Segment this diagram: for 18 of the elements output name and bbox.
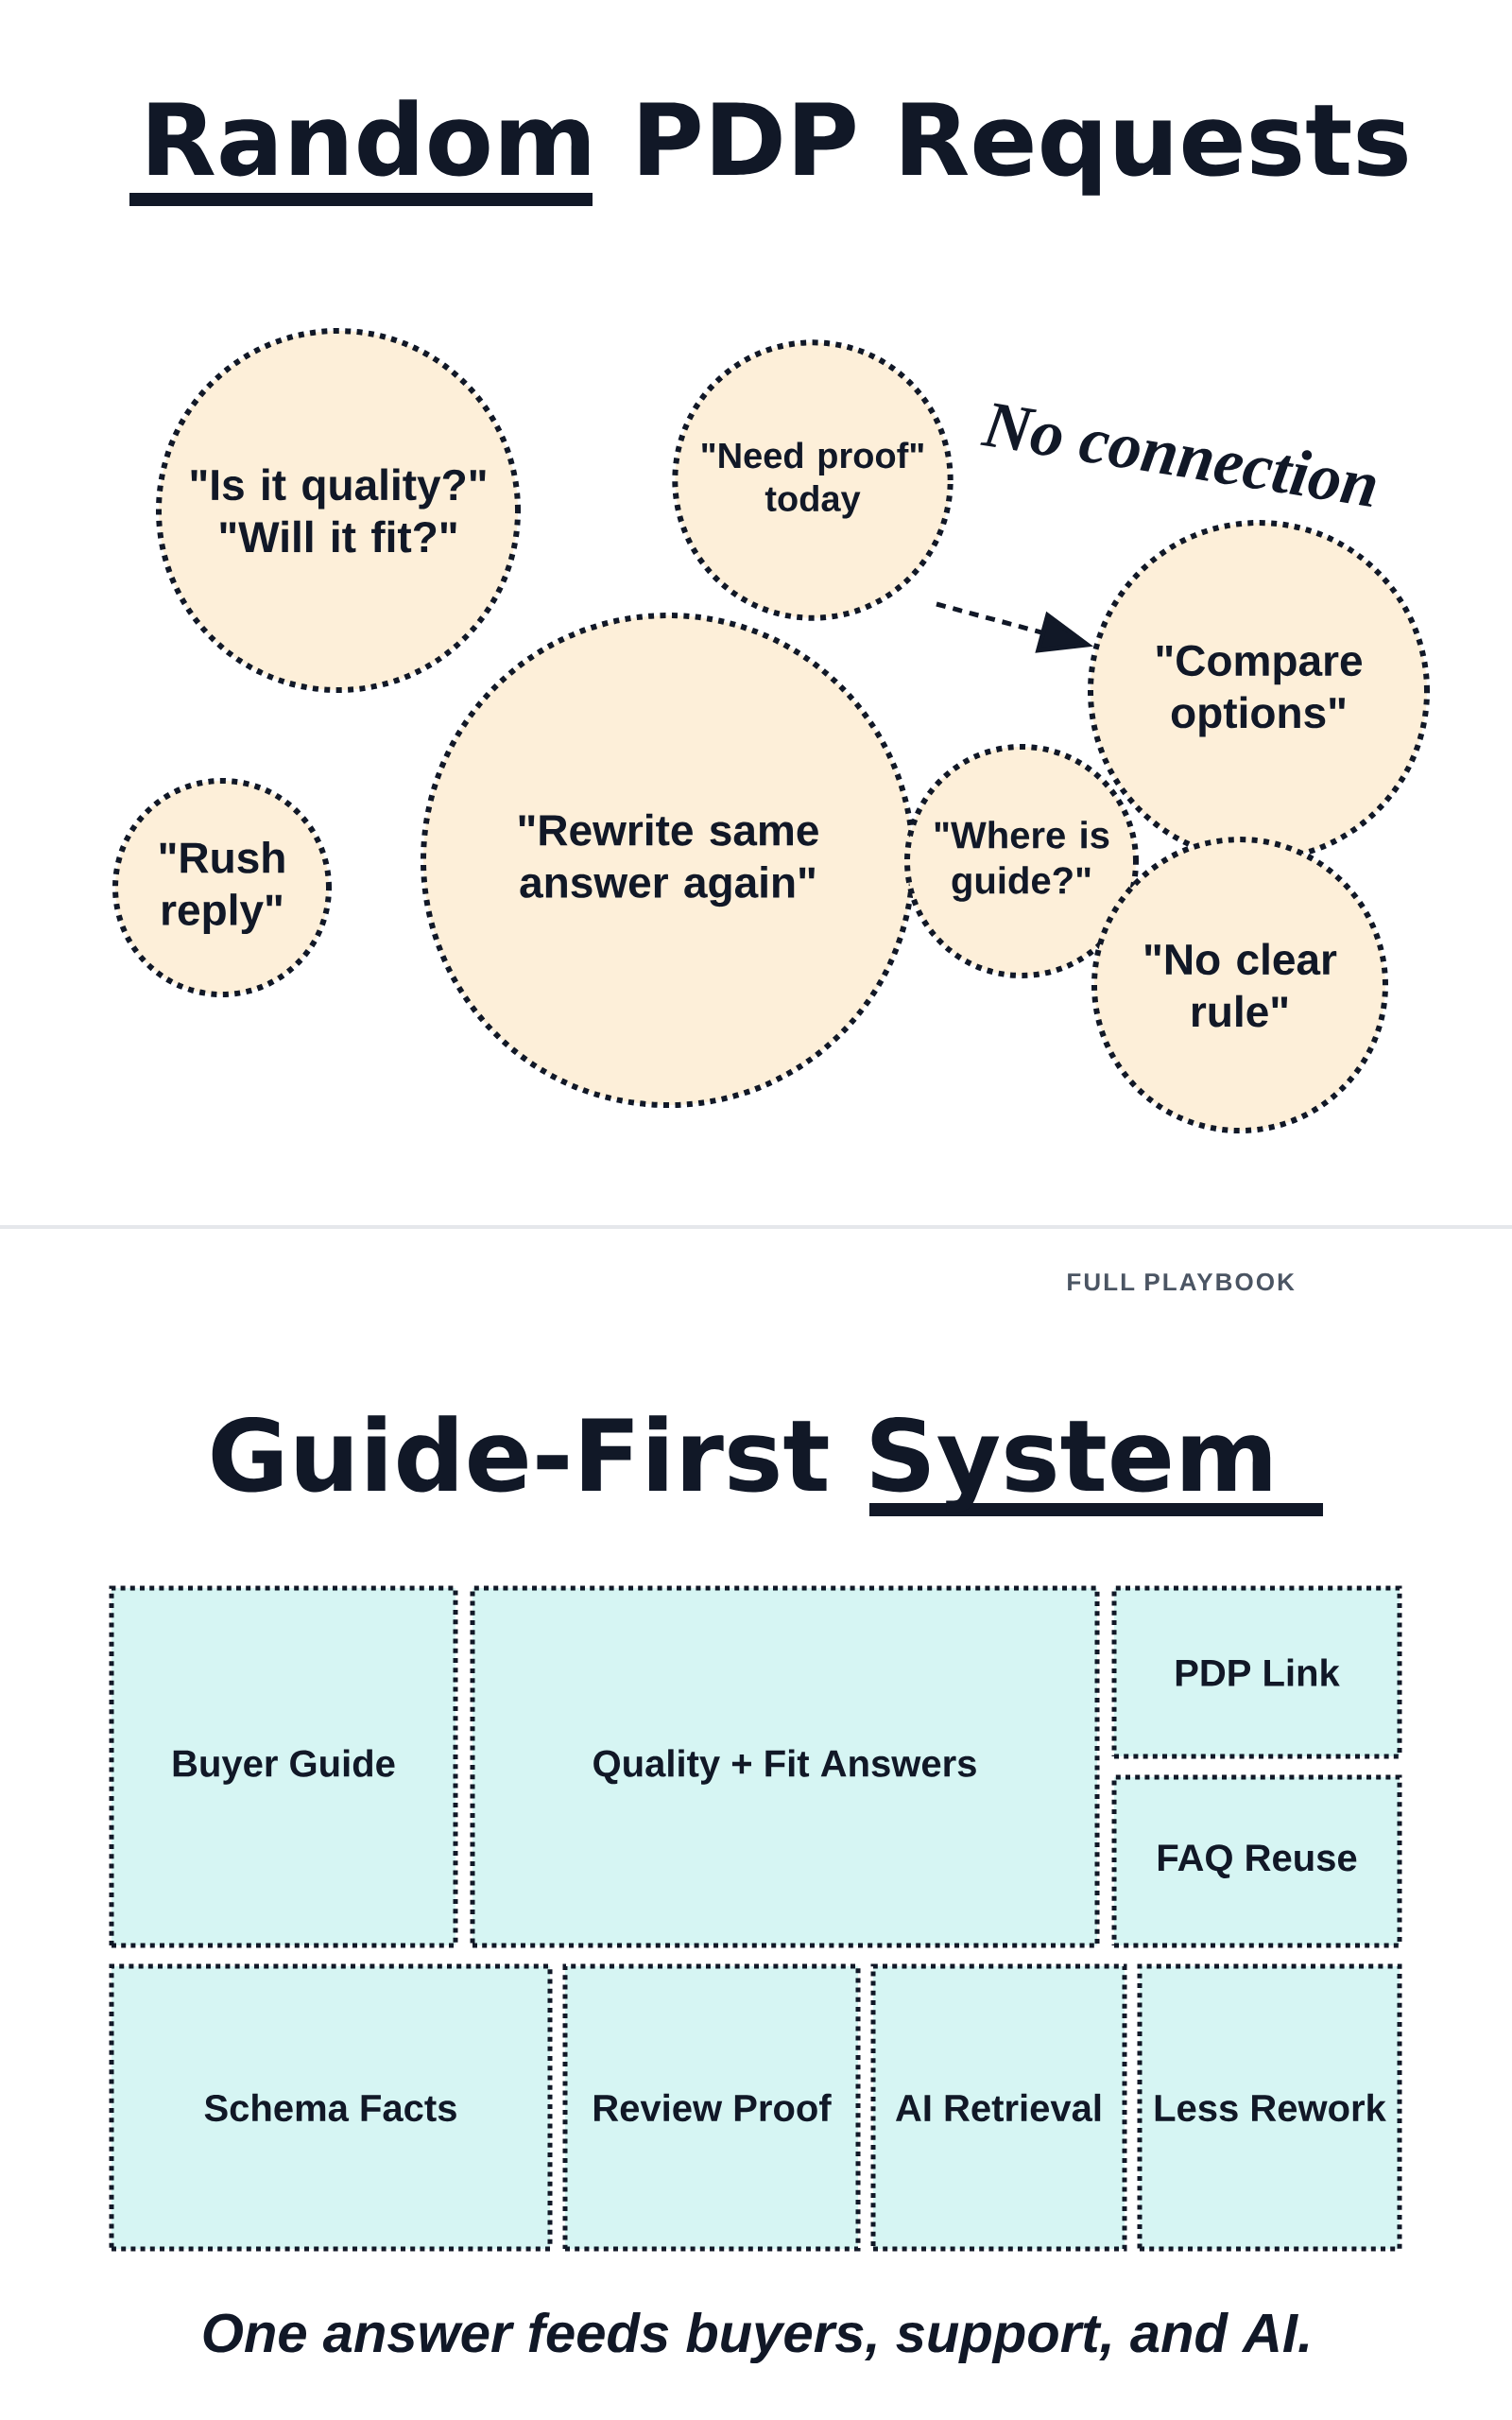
tile: Schema Facts [109,1963,553,2252]
title: Random PDP Requests [129,99,1407,206]
heading: Guide-First System [212,1415,1323,1516]
bubble: "Where is guide?" [904,744,1139,978]
tile: PDP Link [1111,1585,1402,1759]
tile: AI Retrieval [870,1963,1127,2252]
bubble: "Is it quality?" "Will it fit?" [156,328,521,693]
tile: Less Rework [1137,1963,1402,2252]
tile: Buyer Guide [109,1585,458,1948]
tile: FAQ Reuse [1111,1774,1402,1948]
edge-label: No connection [980,403,1376,508]
caption: One answer feeds buyers, support, and AI. [203,2312,1309,2364]
bubble: "Need proof" today [672,339,954,621]
tile: Review Proof [562,1963,861,2252]
bubble: "Rush reply" [112,778,332,997]
tile: Quality + Fit Answers [470,1585,1100,1948]
small-heading: FULL PLAYBOOK [1068,1272,1295,1291]
bubble: "Rewrite same answer again" [421,613,916,1108]
